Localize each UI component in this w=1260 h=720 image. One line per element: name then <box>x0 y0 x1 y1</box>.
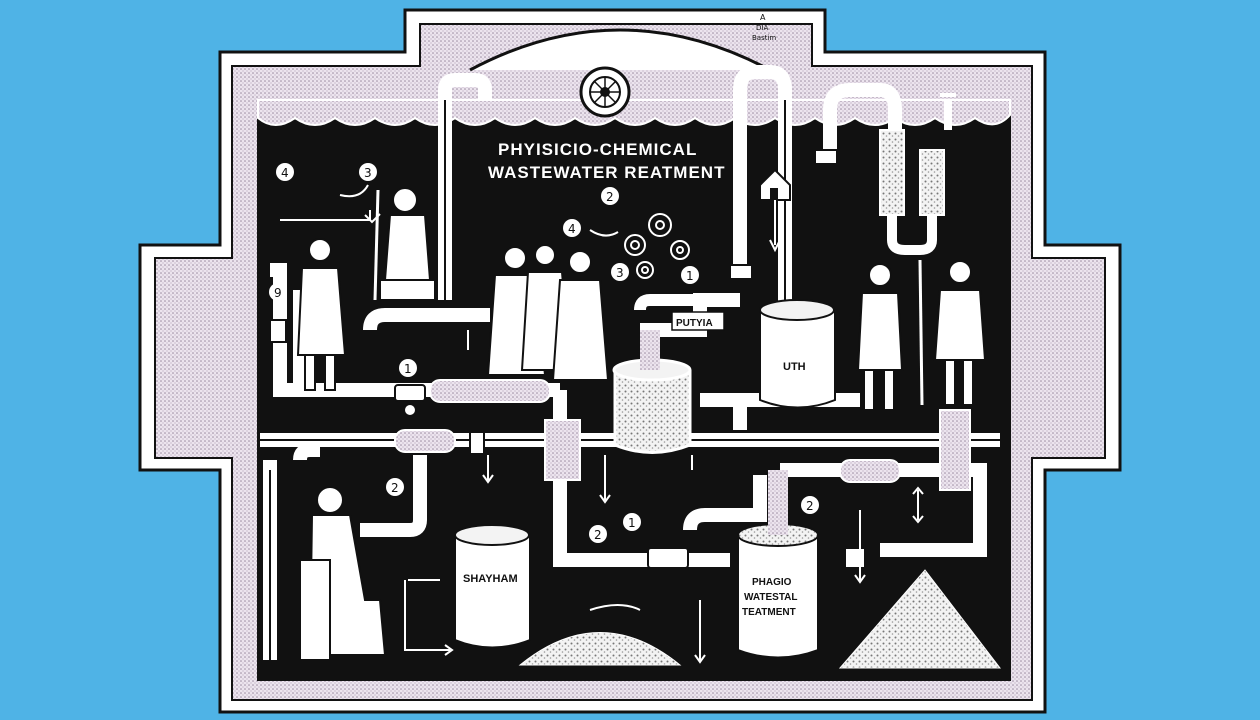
valves <box>269 149 866 569</box>
valve-sign-label: PUTYIA <box>676 318 713 329</box>
title-line-2: WASTEWATER REATMENT <box>488 163 725 182</box>
gear-arrow <box>589 229 619 237</box>
house-icon <box>759 168 791 253</box>
marker-1-mid: 1 <box>399 359 417 377</box>
marker-2-low: 2 <box>589 525 607 543</box>
tank-lower-right: PHAGIO WATESTAL TEATMENT <box>737 470 819 659</box>
textured-pipes <box>394 379 971 491</box>
tab-text-3: Bastim <box>752 34 776 42</box>
sand-pile <box>518 569 1002 669</box>
svg-text:2: 2 <box>391 481 399 495</box>
marker-9-left: 9 <box>269 283 287 301</box>
title-line-1: PHYISICIO-CHEMICAL <box>498 140 697 159</box>
step-markers: 4 3 9 1 2 4 2 3 1 2 1 2 <box>269 163 819 543</box>
svg-text:4: 4 <box>281 166 289 180</box>
marker-2-mid: 2 <box>386 478 404 496</box>
svg-text:1: 1 <box>686 269 694 283</box>
svg-text:2: 2 <box>806 499 814 513</box>
svg-text:9: 9 <box>274 286 282 300</box>
svg-text:4: 4 <box>568 222 576 236</box>
svg-text:1: 1 <box>628 516 636 530</box>
tank-lower-left-label: SHAYHAM <box>463 573 518 585</box>
svg-text:3: 3 <box>616 266 624 280</box>
filter-columns <box>879 93 956 255</box>
flow-arrows <box>280 184 924 664</box>
tank-lower-right-label-3: TEATMENT <box>742 607 796 618</box>
tank-upper-middle <box>612 294 700 454</box>
tank-lower-right-label-2: WATESTAL <box>744 592 798 603</box>
marker-3-mid: 3 <box>611 263 629 281</box>
marker-1-low: 1 <box>623 513 641 531</box>
top-tab: A DIA Bastim <box>403 8 827 72</box>
marker-2-right: 2 <box>801 496 819 514</box>
figures <box>296 187 987 661</box>
svg-text:2: 2 <box>606 190 614 204</box>
marker-4-top: 4 <box>563 219 581 237</box>
rosette-emblem <box>579 66 631 118</box>
tank-upper-right: UTH <box>759 299 836 409</box>
marker-2-top: 2 <box>601 187 619 205</box>
marker-4-left: 4 <box>276 163 294 181</box>
svg-text:3: 3 <box>364 166 372 180</box>
svg-text:1: 1 <box>404 362 412 376</box>
tank-upper-right-label: UTH <box>783 361 806 373</box>
tank-lower-left: SHAYHAM <box>454 524 531 649</box>
marker-1-top: 1 <box>681 266 699 284</box>
tab-text-2: DIA <box>756 24 768 32</box>
tab-text-1: A <box>760 13 766 22</box>
gear-icon <box>624 213 690 279</box>
marker-3-left: 3 <box>359 163 377 181</box>
valve-sign: PUTYIA <box>671 311 725 331</box>
tank-lower-right-label-1: PHAGIO <box>752 577 792 588</box>
svg-text:2: 2 <box>594 528 602 542</box>
